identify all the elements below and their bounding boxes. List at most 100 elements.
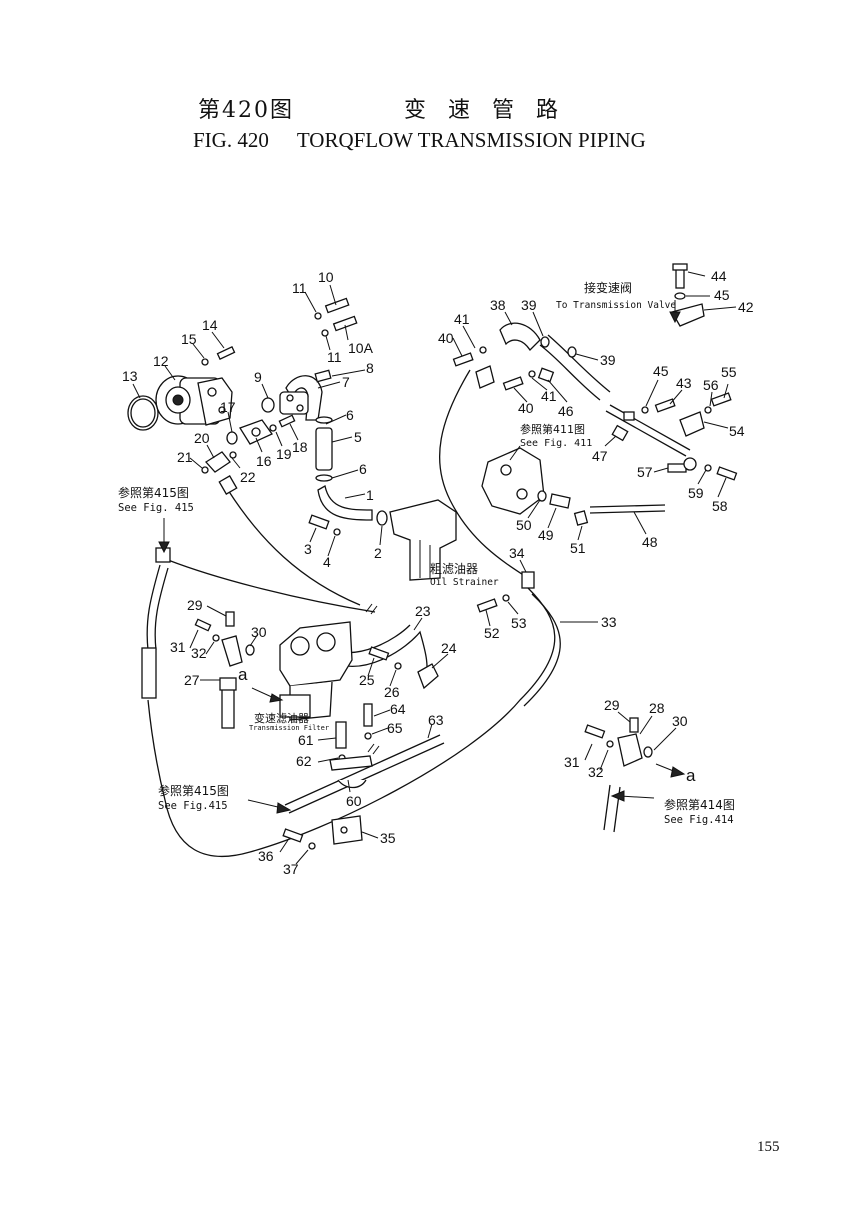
note-see-415-en-top: See Fig. 415 bbox=[118, 502, 194, 514]
callout: 23 bbox=[415, 603, 431, 619]
note-to-valve-cn: 接变速阀 bbox=[584, 280, 632, 295]
note-see-411-en: See Fig. 411 bbox=[520, 438, 592, 449]
callout: 24 bbox=[441, 640, 457, 656]
callout: 63 bbox=[428, 712, 444, 728]
callout: 59 bbox=[688, 485, 704, 501]
figure-title-english: FIG. 420 TORQFLOW TRANSMISSION PIPING bbox=[193, 128, 646, 153]
note-filter-en: Transmission Filter bbox=[249, 724, 329, 732]
callout: 32 bbox=[588, 764, 604, 780]
callout: 61 bbox=[298, 732, 314, 748]
callout: 43 bbox=[676, 375, 692, 391]
callout: 31 bbox=[170, 639, 186, 655]
callout: 16 bbox=[256, 453, 272, 469]
callout: 28 bbox=[649, 700, 665, 716]
callout: 53 bbox=[511, 615, 527, 631]
callout: 44 bbox=[711, 268, 727, 284]
transmission-filter bbox=[194, 611, 439, 729]
callout: 37 bbox=[283, 861, 299, 877]
marker-a-left: a bbox=[238, 665, 248, 684]
callout: 31 bbox=[564, 754, 580, 770]
callout: 6 bbox=[359, 461, 367, 477]
callout: 17 bbox=[220, 399, 236, 415]
callout: 36 bbox=[258, 848, 274, 864]
note-see-414-en: See Fig.414 bbox=[664, 814, 734, 826]
figure-number-chinese: 第420图 bbox=[198, 98, 294, 123]
callout: 9 bbox=[254, 369, 262, 385]
callout: 4 bbox=[323, 554, 331, 570]
callout: 27 bbox=[184, 672, 200, 688]
right-fittings bbox=[141, 263, 738, 767]
callout: 42 bbox=[738, 299, 754, 315]
callout: 46 bbox=[558, 403, 574, 419]
left-fittings bbox=[201, 297, 388, 536]
callout: 65 bbox=[387, 720, 403, 736]
pump-assembly bbox=[127, 375, 233, 431]
callout: 49 bbox=[538, 527, 554, 543]
title-english: TORQFLOW TRANSMISSION PIPING bbox=[296, 128, 646, 152]
callout: 14 bbox=[202, 317, 218, 333]
note-strainer-cn: 粗滤油器 bbox=[430, 562, 478, 576]
callout: 11 bbox=[292, 280, 307, 296]
callout: 34 bbox=[509, 545, 525, 561]
callout: 58 bbox=[712, 498, 728, 514]
callout: 35 bbox=[380, 830, 396, 846]
callout: 22 bbox=[240, 469, 256, 485]
callout: 7 bbox=[342, 374, 350, 390]
callout: 51 bbox=[570, 540, 586, 556]
callout: 19 bbox=[276, 446, 292, 462]
callout: 41 bbox=[541, 388, 557, 404]
callout: 21 bbox=[177, 449, 193, 465]
note-see-411-cn: 参照第411图 bbox=[520, 422, 585, 436]
callout: 3 bbox=[304, 541, 312, 557]
callout: 47 bbox=[592, 448, 608, 464]
callout: 32 bbox=[191, 645, 207, 661]
callout: 54 bbox=[729, 423, 745, 439]
callout: 39 bbox=[521, 297, 537, 313]
callout-numbers: 10 11 11 10A 14 15 12 13 9 8 7 17 6 5 6 … bbox=[122, 268, 754, 877]
figure-number-english: FIG. 420 bbox=[193, 128, 269, 152]
oil-strainer bbox=[389, 499, 457, 581]
notes: 接变速阀 To Transmission Valve 参照第411图 See F… bbox=[118, 280, 735, 826]
callout: 26 bbox=[384, 684, 400, 700]
callout: 64 bbox=[390, 701, 406, 717]
note-see-415-cn-bottom: 参照第415图 bbox=[158, 783, 229, 798]
note-to-valve-en: To Transmission Valve bbox=[556, 300, 676, 311]
note-see-414-cn: 参照第414图 bbox=[664, 797, 735, 812]
callout: 50 bbox=[516, 517, 532, 533]
callout: 12 bbox=[153, 353, 169, 369]
callout: 18 bbox=[292, 439, 308, 455]
callout: 40 bbox=[518, 400, 534, 416]
callout: 39 bbox=[600, 352, 616, 368]
callout: 30 bbox=[672, 713, 688, 729]
callout: 20 bbox=[194, 430, 210, 446]
page-number: 155 bbox=[757, 1139, 780, 1155]
callout: 1 bbox=[366, 487, 374, 503]
callout: 45 bbox=[714, 287, 730, 303]
callout: 56 bbox=[703, 377, 719, 393]
note-strainer-en: Oil Strainer bbox=[430, 577, 499, 588]
callout: 6 bbox=[346, 407, 354, 423]
callout: 8 bbox=[366, 360, 374, 376]
callout: 33 bbox=[601, 614, 617, 630]
callout: 60 bbox=[346, 793, 362, 809]
marker-a-right: a bbox=[686, 766, 696, 785]
callout: 62 bbox=[296, 753, 312, 769]
callout: 38 bbox=[490, 297, 506, 313]
note-see-415-en-bottom: See Fig.415 bbox=[158, 800, 228, 812]
callout: 11 bbox=[327, 349, 342, 365]
callout: 30 bbox=[251, 624, 267, 640]
callout: 45 bbox=[653, 363, 669, 379]
callout: 2 bbox=[374, 545, 382, 561]
callout: 5 bbox=[354, 429, 362, 445]
callout: 13 bbox=[122, 368, 138, 384]
callout: 29 bbox=[187, 597, 203, 613]
callout: 29 bbox=[604, 697, 620, 713]
callout: 48 bbox=[642, 534, 658, 550]
note-see-415-cn-top: 参照第415图 bbox=[118, 485, 189, 500]
callout: 10 bbox=[318, 269, 334, 285]
callout: 41 bbox=[454, 311, 470, 327]
callout: 25 bbox=[359, 672, 375, 688]
bottom-bracket bbox=[282, 703, 373, 850]
